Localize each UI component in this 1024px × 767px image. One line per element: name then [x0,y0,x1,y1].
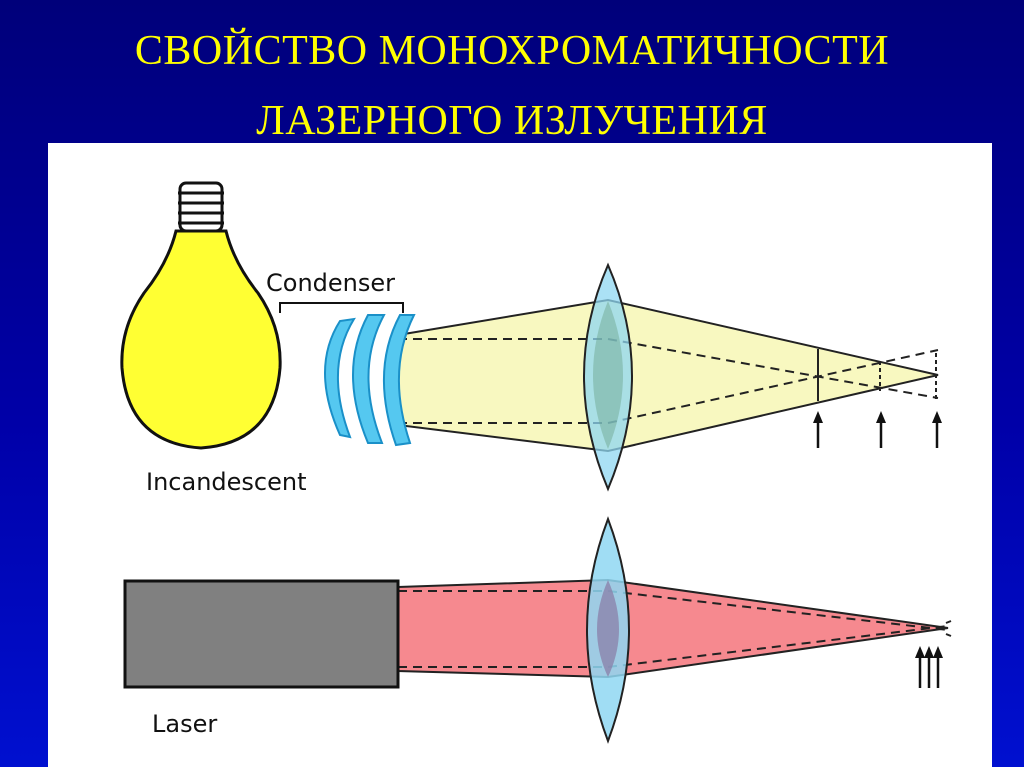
focus-arrows-laser [915,646,943,688]
laser-label: Laser [152,710,217,738]
light-bulb-icon [120,181,282,450]
incandescent-label: Incandescent [146,468,307,496]
focus-arrow-icon [876,411,886,448]
laser-device-icon [123,579,400,689]
slide-title-line-1: СВОЙСТВО МОНОХРОМАТИЧНОСТИ [134,28,890,74]
focus-arrow-icon [924,646,934,688]
focus-arrow-icon [813,411,823,448]
incandescent-beam [397,298,939,453]
focus-arrows-incandescent [813,411,942,448]
slide-title-line-2: ЛАЗЕРНОГО ИЗЛУЧЕНИЯ [256,98,768,144]
diagram-panel: Condenser Incandescent [48,143,992,767]
focus-arrow-icon [915,646,925,688]
condenser-label: Condenser [266,269,395,297]
condenser-lens-icon [279,302,416,447]
focus-arrow-icon [932,411,942,448]
convex-lens-icon [583,262,633,492]
laser-beam [397,578,952,679]
monochromaticity-diagram: Condenser Incandescent [120,181,952,744]
focus-arrow-icon [933,646,943,688]
convex-lens-icon [586,516,630,744]
